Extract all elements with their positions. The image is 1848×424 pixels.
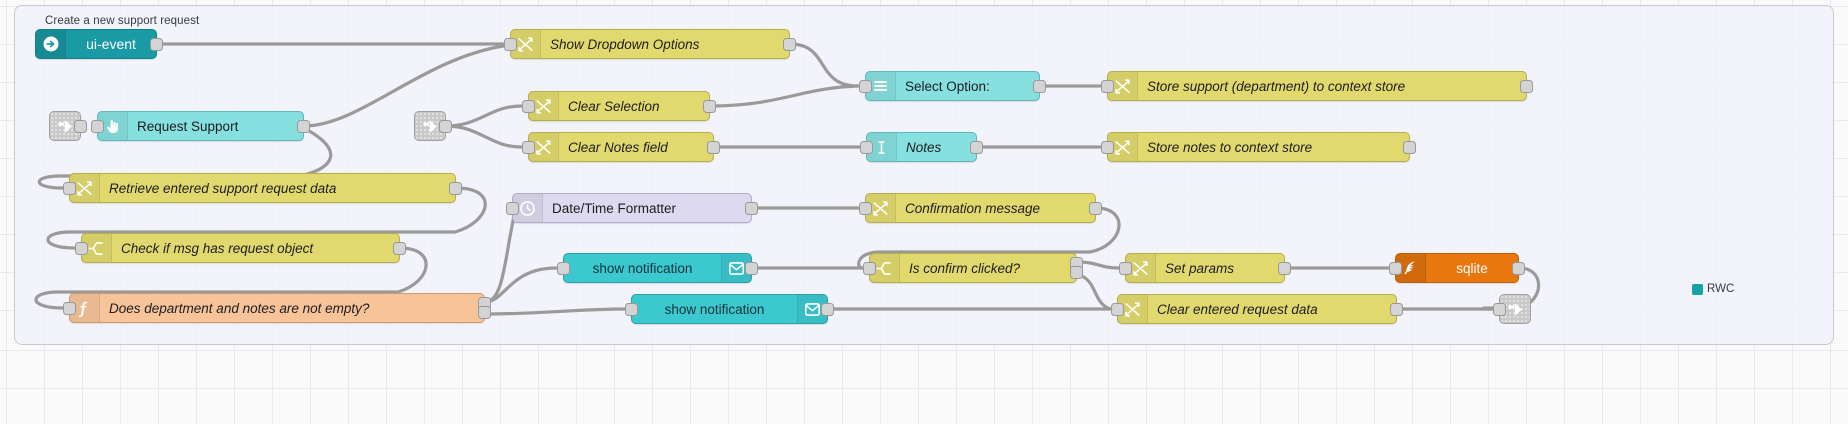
output-port[interactable]	[821, 302, 834, 316]
output-port[interactable]	[74, 119, 87, 133]
node-label: Show Dropdown Options	[550, 36, 700, 52]
input-port[interactable]	[863, 261, 876, 275]
change-node-icon	[70, 174, 100, 202]
input-port[interactable]	[1101, 79, 1114, 93]
node-label: Is confirm clicked?	[909, 260, 1021, 276]
input-port[interactable]	[859, 201, 872, 215]
output-port[interactable]	[1520, 79, 1533, 93]
input-port[interactable]	[63, 181, 76, 195]
input-port[interactable]	[75, 241, 88, 255]
node-datetime-formatter[interactable]: Date/Time Formatter	[506, 193, 758, 223]
node-label: Store support (department) to context st…	[1147, 78, 1406, 94]
node-label: Clear entered request data	[1157, 301, 1318, 317]
output-port[interactable]	[970, 140, 983, 154]
input-port[interactable]	[91, 119, 104, 133]
output-port[interactable]	[1089, 201, 1102, 215]
node-clear-selection[interactable]: Clear Selection	[522, 91, 716, 121]
output-port[interactable]	[745, 201, 758, 215]
output-port[interactable]	[449, 181, 462, 195]
node-label: Retrieve entered support request data	[109, 180, 337, 196]
node-label: Date/Time Formatter	[552, 200, 677, 216]
input-port[interactable]	[625, 302, 638, 316]
input-port[interactable]	[557, 261, 570, 275]
node-show-notification-1[interactable]: show notification	[557, 253, 758, 283]
node-retrieve-entered-support-request-data[interactable]: Retrieve entered support request data	[63, 173, 462, 203]
input-port[interactable]	[1119, 261, 1132, 275]
node-label: Select Option:	[905, 78, 990, 94]
output-port[interactable]	[150, 37, 163, 51]
node-label: Notes	[906, 139, 942, 155]
input-port[interactable]	[63, 301, 76, 315]
node-sqlite[interactable]: sqlite	[1389, 253, 1525, 283]
output-port[interactable]	[1033, 79, 1046, 93]
node-link-in-1[interactable]	[49, 111, 87, 141]
node-label: ui-event	[86, 36, 136, 52]
output-port[interactable]	[745, 261, 758, 275]
input-port[interactable]	[1101, 140, 1114, 154]
node-label: Check if msg has request object	[121, 240, 314, 256]
envelope-icon	[797, 295, 827, 323]
change-node-icon	[1108, 72, 1138, 100]
output-port[interactable]	[1512, 261, 1525, 275]
output-port[interactable]	[707, 140, 720, 154]
output-port-1[interactable]	[1070, 266, 1083, 280]
node-label: Set params	[1165, 260, 1235, 276]
node-label: Does department and notes are not empty?	[109, 300, 370, 316]
input-port[interactable]	[504, 37, 517, 51]
node-is-confirm-clicked[interactable]: Is confirm clicked?	[863, 253, 1083, 283]
node-label: show notification	[592, 260, 693, 276]
node-label: Clear Notes field	[568, 139, 668, 155]
node-store-notes[interactable]: Store notes to context store	[1101, 132, 1416, 162]
node-show-notification-2[interactable]: show notification	[625, 294, 834, 324]
node-ui-event[interactable]: ui-event	[35, 29, 163, 59]
input-port[interactable]	[859, 79, 872, 93]
node-notes[interactable]: Notes	[860, 132, 983, 162]
output-port[interactable]	[1390, 302, 1403, 316]
node-confirmation-message[interactable]: Confirmation message	[859, 193, 1102, 223]
node-check-if-msg-has-request-object[interactable]: Check if msg has request object	[75, 233, 406, 263]
node-clear-entered-request-data[interactable]: Clear entered request data	[1111, 294, 1403, 324]
output-port[interactable]	[297, 119, 310, 133]
status-dot	[1692, 283, 1703, 295]
node-clear-notes-field[interactable]: Clear Notes field	[522, 132, 720, 162]
arrow-right-circle-icon	[36, 30, 66, 58]
output-port[interactable]	[1278, 261, 1291, 275]
output-port[interactable]	[439, 119, 452, 133]
node-label: Store notes to context store	[1147, 139, 1313, 155]
node-label: show notification	[664, 301, 765, 317]
group-label: Create a new support request	[45, 15, 200, 27]
node-set-params[interactable]: Set params	[1119, 253, 1291, 283]
node-label: sqlite	[1456, 260, 1488, 276]
node-label: Request Support	[137, 118, 239, 134]
node-link-in-2[interactable]	[414, 111, 452, 141]
status-badge: RWC	[1692, 283, 1734, 295]
input-port[interactable]	[1389, 261, 1402, 275]
node-store-support-department[interactable]: Store support (department) to context st…	[1101, 71, 1533, 101]
input-port[interactable]	[522, 99, 535, 113]
node-show-dropdown-options[interactable]: Show Dropdown Options	[504, 29, 796, 59]
change-node-icon	[529, 133, 559, 161]
input-port[interactable]	[522, 140, 535, 154]
input-port[interactable]	[506, 201, 519, 215]
input-port[interactable]	[1493, 302, 1506, 316]
node-does-department-and-notes-not-empty[interactable]: Does department and notes are not empty?	[63, 293, 491, 323]
node-request-support[interactable]: Request Support	[91, 111, 310, 141]
output-port[interactable]	[703, 99, 716, 113]
output-port-1[interactable]	[478, 306, 491, 320]
input-port[interactable]	[1111, 302, 1124, 316]
input-port[interactable]	[860, 140, 873, 154]
output-port[interactable]	[783, 37, 796, 51]
output-port[interactable]	[1403, 140, 1416, 154]
change-node-icon	[866, 194, 896, 222]
node-link-out-1[interactable]	[1493, 294, 1531, 324]
node-select-option[interactable]: Select Option:	[859, 71, 1046, 101]
output-port[interactable]	[393, 241, 406, 255]
node-label: Confirmation message	[905, 200, 1041, 216]
status-label: RWC	[1707, 283, 1735, 295]
node-label: Clear Selection	[568, 98, 660, 114]
canvas-bottom-area[interactable]	[0, 348, 1848, 424]
